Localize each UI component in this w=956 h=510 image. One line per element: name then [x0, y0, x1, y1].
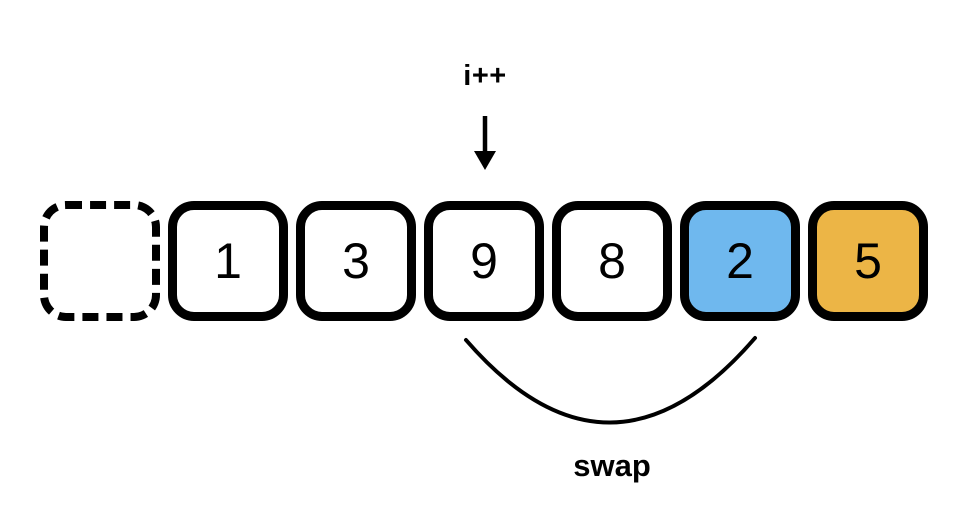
down-arrow-icon — [474, 116, 496, 170]
array-cell-9: 9 — [424, 201, 544, 321]
array-cell-2-highlight-blue: 2 — [680, 201, 800, 321]
array-cell-empty — [40, 201, 160, 321]
array-cell-3: 3 — [296, 201, 416, 321]
index-pointer-label: i++ — [463, 60, 507, 92]
array-cell-1: 1 — [168, 201, 288, 321]
swap-arc — [464, 336, 757, 425]
array-row: 1 3 9 8 2 5 — [40, 201, 928, 321]
array-cell-5-highlight-orange: 5 — [808, 201, 928, 321]
array-cell-8: 8 — [552, 201, 672, 321]
swap-label: swap — [573, 448, 651, 483]
